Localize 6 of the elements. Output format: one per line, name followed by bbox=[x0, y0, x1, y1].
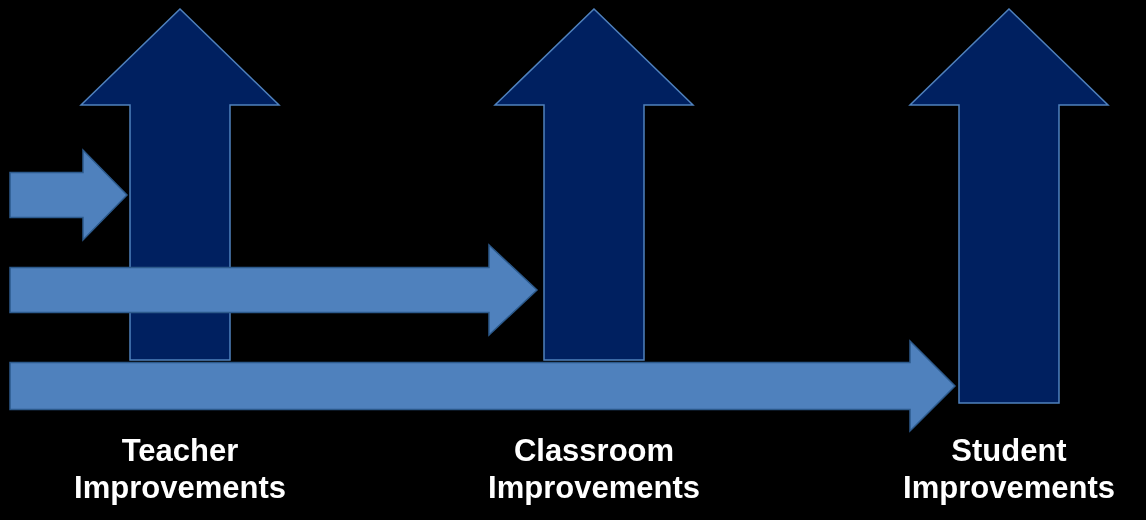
arrow-label: Classroom Improvements bbox=[487, 432, 701, 506]
block-arrow bbox=[9, 243, 539, 337]
block-arrow bbox=[9, 148, 129, 242]
arrow-label: Student Improvements bbox=[902, 432, 1116, 506]
block-arrow bbox=[9, 339, 957, 433]
arrow-label: Teacher Improvements bbox=[73, 432, 287, 506]
